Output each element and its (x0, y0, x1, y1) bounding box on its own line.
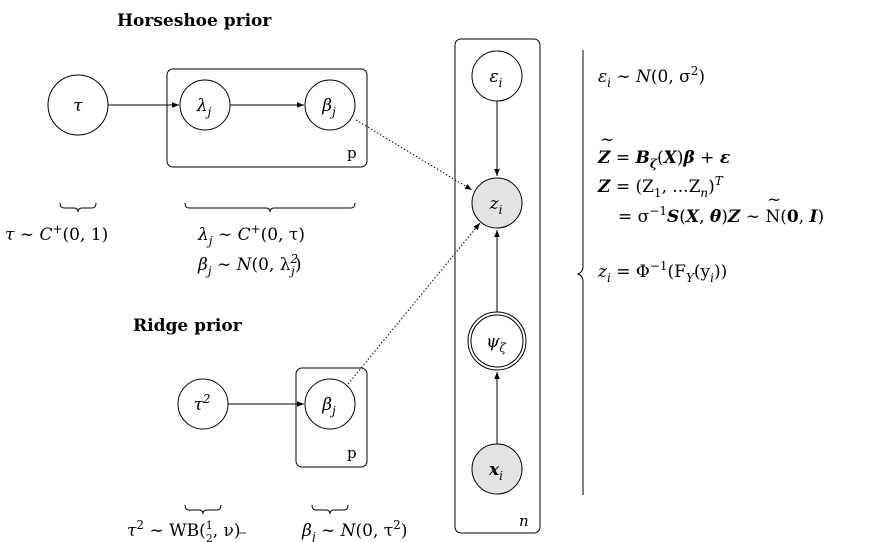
tau2-node-label: τ2 (193, 392, 210, 415)
z-node-label: zi (489, 194, 503, 217)
equations-brace (576, 50, 584, 495)
beta-node-horseshoe-label: βj (321, 96, 336, 119)
psi-node-label: ψζ (486, 332, 507, 355)
tilde-mark-1: ~ (600, 130, 614, 150)
eq-z-dist: = σ−1S(X, θ)Z ∼ N(0, I) (618, 204, 824, 227)
beta-node-ridge (304, 378, 356, 430)
tau-prior-brace (59, 202, 97, 213)
ridge-title: Ridge prior (133, 316, 243, 336)
horseshoe-plate (166, 68, 368, 168)
ridge-plate-label: p (347, 444, 357, 462)
dotted-arrow-horseshoe-z (355, 119, 473, 191)
psi-node (470, 314, 524, 368)
ridge-plate (295, 367, 368, 468)
lambda-prior-eq: λj ∼ C+(0, τ) (197, 222, 305, 248)
tilde-mark-2: ~ (767, 190, 781, 210)
dotted-arrow-ridge-z (347, 222, 481, 385)
eq-epsilon: εi ∼ N(0, σ2) (598, 64, 705, 90)
tau-node-label: τ (73, 96, 83, 116)
observation-plate (454, 38, 541, 534)
tau2-prior-brace (184, 504, 222, 515)
horseshoe-title: Horseshoe prior (117, 11, 272, 31)
eq-z-vector: Z = (Z1, ...Zn)T (597, 174, 724, 200)
beta-node-horseshoe (304, 79, 356, 131)
eq-z-transform: zi = Φ−1(FY(yi)) (597, 259, 727, 285)
beta-ridge-prior-brace (311, 504, 349, 515)
x-node-label: xi (488, 460, 503, 483)
lambda-node-label: λj (196, 96, 212, 119)
lambda-prior-brace (184, 202, 356, 213)
z-node (471, 177, 523, 229)
beta-node-ridge-label: βj (321, 395, 336, 418)
eq-z-tilde: Z = Bζ(X)β + ε (597, 148, 730, 171)
tau-prior-eq: τ ∼ C+(0, 1) (5, 222, 108, 245)
observation-plate-label: n (519, 512, 529, 530)
horseshoe-plate-label: p (347, 144, 357, 162)
beta-prior-ridge-eq: βj ∼ N(0, τ2) (301, 518, 407, 542)
epsilon-node-label: εi (490, 67, 503, 90)
